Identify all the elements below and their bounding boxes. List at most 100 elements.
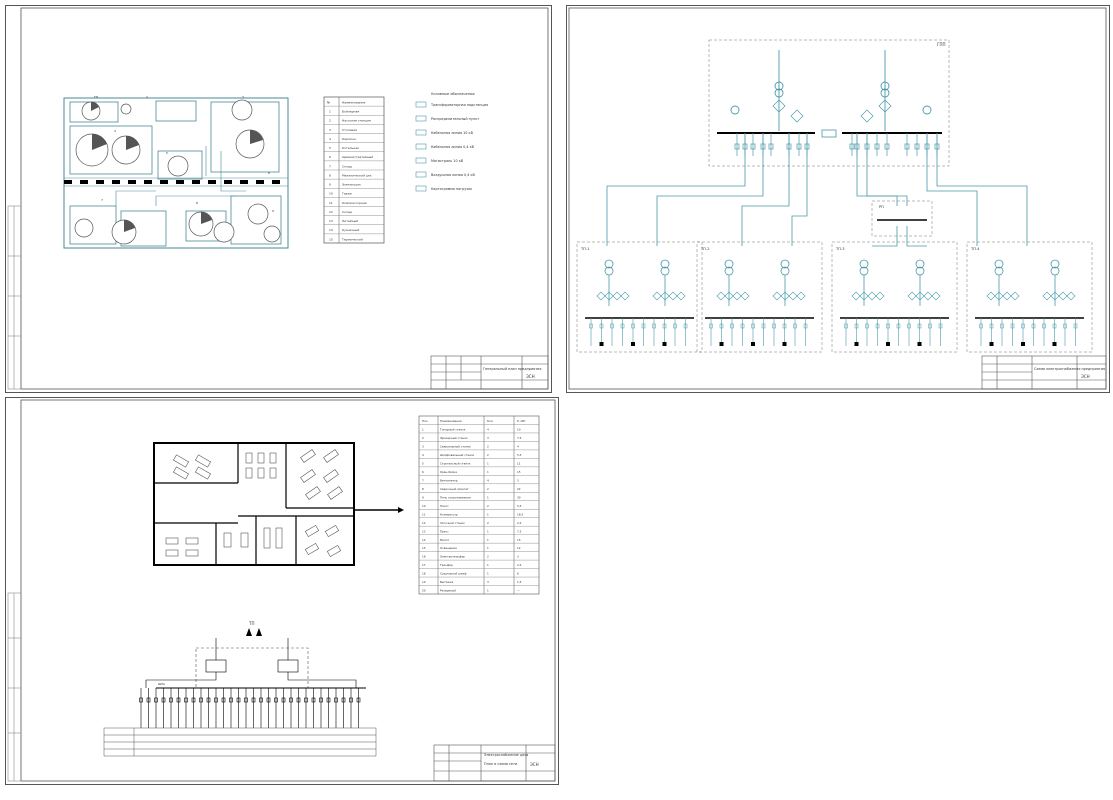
plan-label: ТП	[93, 95, 98, 99]
equipment-unit	[240, 532, 249, 548]
spec-cell: 2	[422, 436, 424, 440]
plan-label: 5	[166, 151, 168, 155]
spec-cell: Электротельфер	[440, 555, 465, 559]
spec-cell: 11	[422, 512, 426, 516]
transformer-icon	[604, 259, 614, 269]
legend-item: Магистраль 10 кВ	[431, 159, 464, 163]
spec-cell: 3	[487, 436, 489, 440]
explication-number: 14	[329, 228, 333, 232]
spec-cell: 2,2	[517, 521, 522, 525]
spec-cell: 5,5	[517, 504, 522, 508]
tp-section-label: ТП-2	[700, 247, 709, 251]
switch-icon	[652, 291, 662, 301]
spec-cell: Резервный	[440, 589, 456, 593]
spec-header: Поз.	[422, 419, 428, 423]
spec-cell: 15	[517, 470, 521, 474]
explication-number: 7	[329, 164, 331, 168]
legend-symbol	[415, 101, 427, 108]
switch-icon	[907, 291, 917, 301]
spec-cell: 9	[422, 495, 424, 499]
equipment-unit	[327, 486, 343, 500]
explication-name: Термический	[341, 237, 363, 241]
switch-icon	[620, 291, 630, 301]
switch-icon	[878, 99, 892, 113]
stamp-title: Электроснабжение цеха	[484, 753, 528, 757]
spec-cell: Вытяжка	[440, 580, 454, 584]
equipment-unit	[245, 452, 253, 464]
switch-icon	[676, 291, 686, 301]
spec-cell: 1	[487, 563, 489, 567]
equipment-unit	[305, 486, 321, 500]
stamp-code: ЭСН	[526, 374, 535, 379]
switch-icon	[931, 291, 941, 301]
legend: Условные обозначения Трансформаторная по…	[415, 92, 488, 192]
equipment-unit	[300, 469, 316, 483]
switch-icon	[1010, 291, 1020, 301]
explication-name: Кузнечный	[342, 228, 359, 232]
breaker-icon	[874, 143, 880, 150]
explication-number: 11	[329, 201, 333, 205]
breaker-icon	[914, 143, 920, 150]
explication-header: Наименование	[342, 100, 365, 104]
switch-icon	[1066, 291, 1076, 301]
legend-symbol	[415, 129, 427, 136]
legend-symbol	[415, 115, 427, 122]
spec-cell: —	[517, 589, 520, 593]
spec-cell: 4	[487, 478, 489, 482]
single-line-drawing: ГПП	[568, 7, 1107, 390]
stamp-title: Генеральный план предприятия	[483, 367, 541, 371]
spec-cell: 4	[487, 428, 489, 432]
transformer-icon	[1050, 259, 1060, 269]
switch-icon	[612, 291, 622, 301]
spec-cell: Сварочный агрегат	[440, 487, 469, 491]
legend-item: Картограмма нагрузок	[431, 187, 472, 191]
plan-label: 2	[146, 95, 148, 99]
legend-item: Трансформаторная подстанция	[430, 103, 488, 107]
equipment-unit	[223, 532, 232, 548]
rp-label: РП	[879, 205, 884, 209]
switch-icon	[596, 291, 606, 301]
spec-cell: 19	[422, 580, 426, 584]
tp-section: ТП-3	[831, 241, 958, 353]
spec-cell: 12	[422, 521, 426, 525]
explication-name: Кирпичн.	[342, 137, 357, 141]
sheet-single-line-diagram: ГПП	[566, 5, 1110, 393]
spec-cell: Компрессор	[440, 512, 458, 516]
transformer-icon	[780, 259, 790, 269]
switch-icon	[923, 291, 933, 301]
spec-cell: 1	[487, 529, 489, 533]
switch-icon	[875, 291, 885, 301]
tp-section-label: ТП-3	[835, 247, 844, 251]
equipment-unit	[269, 467, 277, 479]
explication-name: Бойлерная	[342, 110, 359, 114]
spec-cell: Шлифовальный станок	[440, 453, 475, 457]
legend-item: Распределительный пункт	[431, 117, 479, 121]
equipment-unit	[323, 469, 339, 483]
switch-icon	[860, 109, 874, 123]
spec-cell: Печь сопротивления	[440, 495, 471, 499]
spec-cell: 2	[487, 453, 489, 457]
breaker-icon	[904, 143, 910, 150]
explication-number: 12	[329, 210, 333, 214]
spec-cell: 15	[422, 546, 426, 550]
spec-cell: Кран-балка	[440, 470, 457, 474]
legend-symbol	[415, 171, 427, 178]
breaker-icon	[750, 143, 756, 150]
stamp-code: ЭСН	[1081, 374, 1090, 379]
spec-header: Наименование	[440, 419, 462, 423]
spec-cell: 4	[422, 453, 424, 457]
legend-symbol	[415, 157, 427, 164]
switch-icon	[986, 291, 996, 301]
spec-cell: 2	[487, 555, 489, 559]
equipment-unit	[245, 467, 253, 479]
power-scheme: ТП ШРА	[103, 621, 377, 757]
spec-cell: 7	[422, 478, 424, 482]
tp-section: ТП-1	[576, 241, 703, 353]
equipment-unit	[165, 537, 179, 545]
spec-cell: Фрезерный станок	[440, 436, 468, 440]
spec-cell: 1	[487, 470, 489, 474]
explication-name: Котельная	[342, 146, 359, 150]
explication-name: Склад	[342, 210, 352, 214]
